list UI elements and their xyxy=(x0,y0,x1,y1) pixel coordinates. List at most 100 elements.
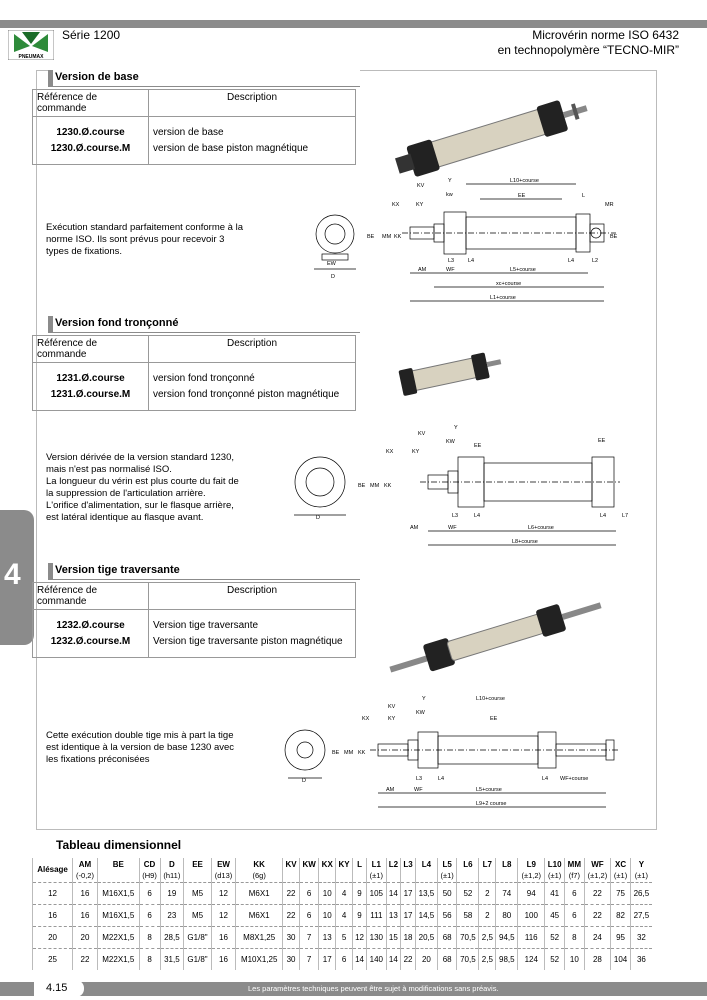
table-cell: 6 xyxy=(298,881,319,904)
ref-code: 1232.Ø.course xyxy=(56,620,125,631)
table-cell: 7 xyxy=(298,925,319,948)
table-cell: 8 xyxy=(138,925,161,948)
cylinder-photo-base xyxy=(395,100,588,177)
dim-label: WF+course xyxy=(560,776,588,782)
table-cell: 12 xyxy=(210,903,236,926)
dim-label: AM xyxy=(410,525,419,531)
table-cell: 20,5 xyxy=(414,925,438,948)
table-cell: 8 xyxy=(564,925,585,948)
table-cell: M6X1 xyxy=(235,881,283,904)
dim-label: L9+2 course xyxy=(476,801,506,807)
table-cell: 52 xyxy=(544,925,565,948)
ref-header-description: Description xyxy=(148,89,356,117)
table-cell: 82 xyxy=(610,903,631,926)
dim-label: MM xyxy=(370,483,380,489)
dim-label: kw xyxy=(446,192,453,198)
ref-code: 1230.Ø.course.M xyxy=(50,143,131,154)
column-header: AM xyxy=(72,858,98,870)
dim-label: KY xyxy=(412,449,420,455)
text-line: L'orifice d'alimentation, sur le flasque… xyxy=(46,500,234,511)
reference-table-base: Référence de commande Description 1230.Ø… xyxy=(32,89,356,165)
dim-table-title: Tableau dimensionnel xyxy=(56,838,182,852)
table-cell: 13 xyxy=(318,925,336,948)
table-cell: 80 xyxy=(495,903,518,926)
section-text: Version dérivée de la version standard 1… xyxy=(46,452,246,524)
table-cell: 18 xyxy=(400,925,416,948)
column-tolerance xyxy=(385,870,401,882)
table-cell: 26,5 xyxy=(629,881,652,904)
column-tolerance: (h11) xyxy=(159,870,184,882)
ref-description: version de base piston magnétique xyxy=(153,143,309,154)
chapter-number: 4 xyxy=(4,558,21,591)
column-tolerance: (-0,2) xyxy=(72,870,98,882)
table-cell: 13 xyxy=(385,903,401,926)
column-tolerance: (±1) xyxy=(436,870,457,882)
table-cell: 4 xyxy=(335,903,353,926)
table-cell: 94,5 xyxy=(495,925,518,948)
table-cell: 8 xyxy=(138,947,161,970)
footer-disclaimer: Les paramètres techniques peuvent être s… xyxy=(248,984,499,993)
dim-label: L10+course xyxy=(510,178,539,184)
table-cell: 2 xyxy=(478,903,496,926)
dim-label: WF xyxy=(446,267,455,273)
dim-label: KV xyxy=(417,183,425,189)
table-cell: 2 xyxy=(478,881,496,904)
column-header: D xyxy=(159,858,184,870)
dim-label: AM xyxy=(418,267,427,273)
technical-drawing-base: L10+course KV Y kw EE L KX KY MR BE MM K… xyxy=(314,178,618,302)
table-cell: 130 xyxy=(366,925,387,948)
dim-label: D xyxy=(302,778,306,784)
table-cell: M5 xyxy=(183,881,212,904)
dim-label: L8+course xyxy=(512,539,538,545)
table-cell: 23 xyxy=(159,903,184,926)
column-header: Y xyxy=(629,858,652,870)
reference-table-through: Référence de commande Description 1232.Ø… xyxy=(32,582,356,658)
column-header: L3 xyxy=(400,858,416,870)
dim-label: L3 xyxy=(452,513,458,519)
section-header-cut: Version fond tronçonné xyxy=(48,316,360,333)
table-cell: 98,5 xyxy=(495,947,518,970)
dim-label: KV xyxy=(418,431,426,437)
column-tolerance xyxy=(495,870,518,882)
dim-label: BE xyxy=(367,234,375,240)
table-cell: M22X1,5 xyxy=(96,947,140,970)
table-cell: 100 xyxy=(517,903,545,926)
dim-label: L2 xyxy=(592,258,598,264)
table-cell: 24 xyxy=(583,925,611,948)
table-cell: 14 xyxy=(351,947,367,970)
section-text: Cette exécution double tige mis à part l… xyxy=(46,730,235,765)
ref-description: Version tige traversante piston magnétiq… xyxy=(153,636,343,647)
table-cell: 6 xyxy=(138,881,161,904)
table-cell: 111 xyxy=(366,903,387,926)
table-cell: 94 xyxy=(517,881,545,904)
text-line: Version dérivée de la version standard 1… xyxy=(46,452,235,463)
dim-label: MR xyxy=(605,202,614,208)
table-cell: 9 xyxy=(351,881,367,904)
column-header: KY xyxy=(335,858,353,870)
table-cell: 10 xyxy=(318,903,336,926)
table-cell: 140 xyxy=(366,947,387,970)
table-cell: 16 xyxy=(210,925,236,948)
dim-label: WF xyxy=(448,525,457,531)
ref-header-description: Description xyxy=(148,335,356,363)
table-cell: 105 xyxy=(366,881,387,904)
column-tolerance xyxy=(335,870,353,882)
table-cell: 104 xyxy=(610,947,631,970)
header-bar xyxy=(0,20,707,28)
ref-code: 1230.Ø.course xyxy=(56,127,125,138)
table-cell: 17 xyxy=(318,947,336,970)
table-cell: 2,5 xyxy=(478,925,496,948)
dim-label: D xyxy=(331,274,335,280)
column-tolerance xyxy=(318,870,336,882)
table-cell: 70,5 xyxy=(456,925,479,948)
table-cell: 14,5 xyxy=(414,903,438,926)
table-cell: M16X1,5 xyxy=(96,881,140,904)
technical-drawing-through: Y L10+course KV KX KY KW EE BE MM KK D L… xyxy=(284,696,620,808)
table-cell: 2,5 xyxy=(478,947,496,970)
table-cell: 7 xyxy=(298,947,319,970)
dim-label: KW xyxy=(446,439,456,445)
table-cell: 16 xyxy=(72,881,98,904)
table-cell: 68 xyxy=(436,947,457,970)
